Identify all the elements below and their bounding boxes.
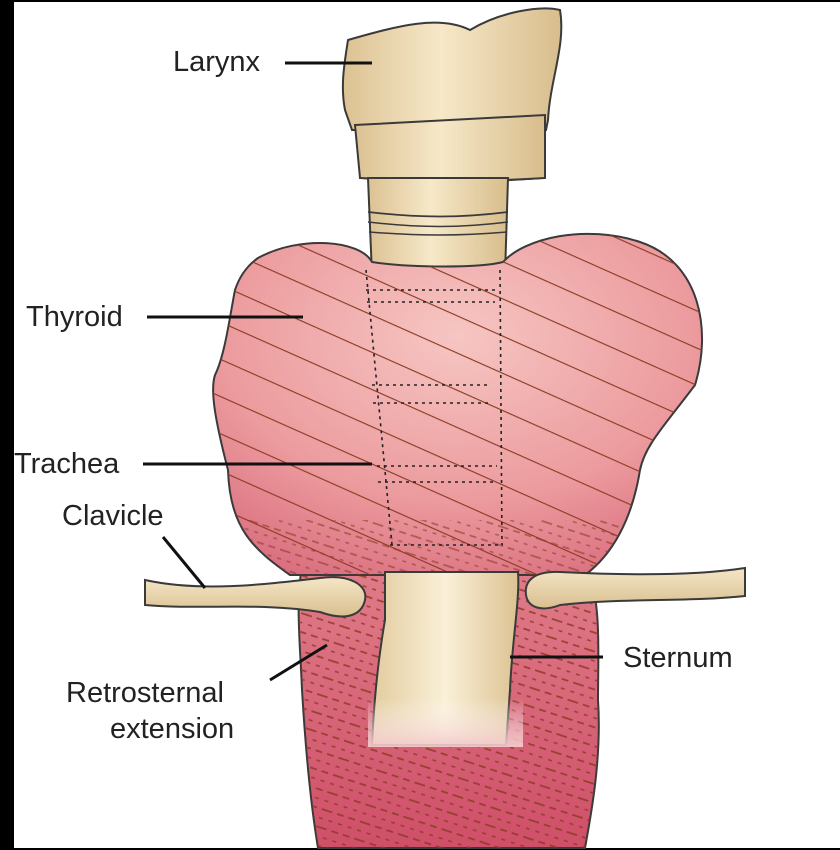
- trachea-upper: [368, 178, 508, 275]
- clavicle-leader: [163, 537, 205, 588]
- clavicle-right: [526, 568, 745, 608]
- retrosternal-label-line1: Retrosternal: [66, 676, 224, 710]
- clavicle-label: Clavicle: [62, 499, 164, 533]
- sternum-shape: [368, 572, 523, 747]
- retrosternal-label-line2: extension: [110, 712, 234, 746]
- larynx-label: Larynx: [173, 45, 260, 79]
- clavicle-left: [145, 577, 365, 616]
- larynx-shape: [343, 8, 561, 181]
- sternum-label: Sternum: [623, 641, 733, 675]
- thyroid-shape: [200, 220, 720, 590]
- trachea-label: Trachea: [14, 447, 119, 481]
- thyroid-label: Thyroid: [26, 300, 123, 334]
